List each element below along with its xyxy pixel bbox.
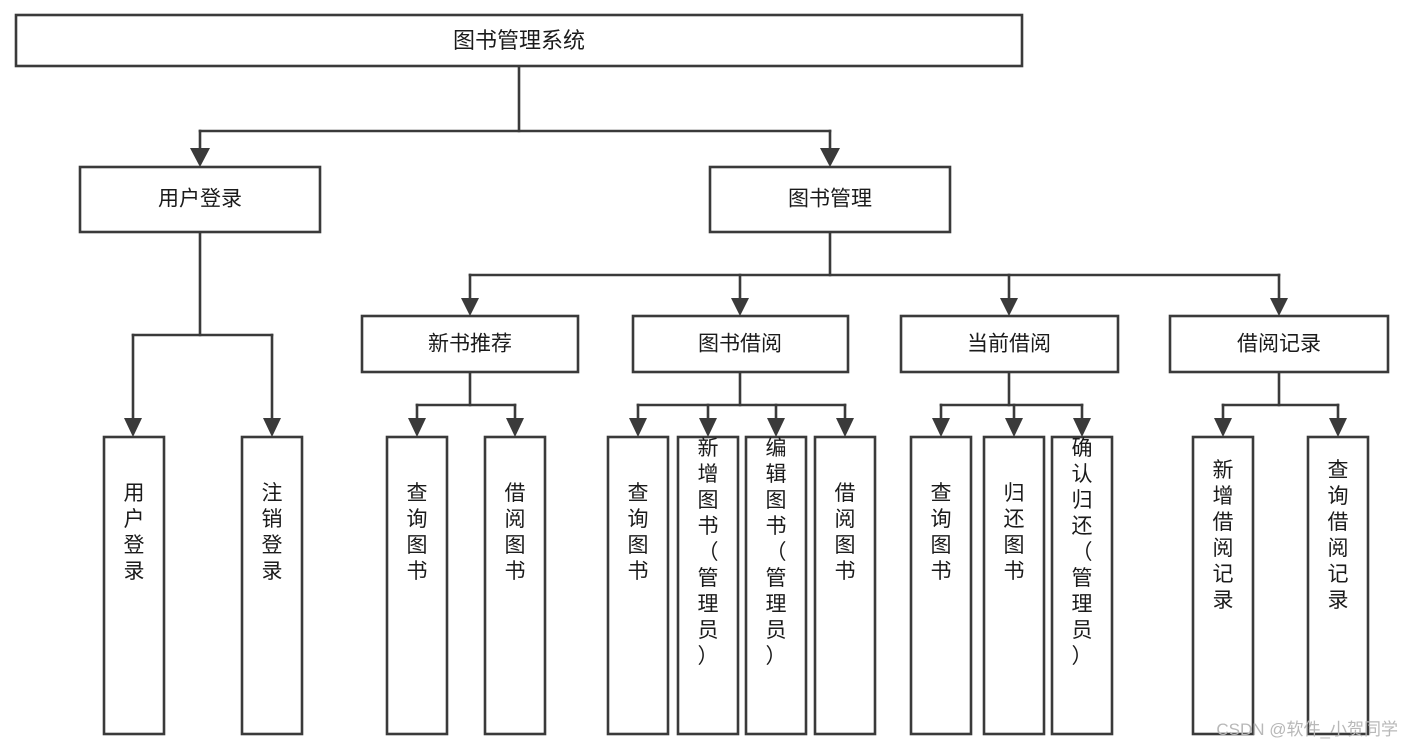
leaf-layer: 用户登录 注销登录 查询图书 借阅图书 查询图书 新增图书（管理员） 编辑图书（… xyxy=(102,435,1370,736)
node-leaf-query-book-current-label: 查询图书 xyxy=(931,482,952,583)
arrow-head-current-borrow xyxy=(1000,298,1018,316)
node-leaf-query-book-borrow-label: 查询图书 xyxy=(628,482,649,583)
node-leaf-edit-book-box[interactable] xyxy=(744,435,808,736)
node-root-label: 图书管理系统 xyxy=(453,28,585,53)
node-leaf-add-book-label: 新增图书（管理员） xyxy=(698,437,719,668)
node-current-borrow-box[interactable] xyxy=(899,314,1120,374)
node-new-book-recommend[interactable]: 新书推荐 xyxy=(360,314,580,374)
node-leaf-edit-book[interactable]: 编辑图书（管理员） xyxy=(744,435,808,736)
node-book-manage-box[interactable] xyxy=(708,165,952,234)
node-book-borrow[interactable]: 图书借阅 xyxy=(631,314,850,374)
node-book-manage[interactable]: 图书管理 xyxy=(708,165,952,234)
node-leaf-query-record[interactable]: 查询借阅记录 xyxy=(1306,435,1370,736)
node-root[interactable]: 图书管理系统 xyxy=(14,13,1024,68)
node-leaf-edit-book-label: 编辑图书（管理员） xyxy=(766,437,787,668)
node-leaf-borrow-book-box[interactable] xyxy=(813,435,877,736)
arrow-head-book-borrow xyxy=(731,298,749,316)
node-leaf-confirm-return-box[interactable] xyxy=(1050,435,1114,736)
node-leaf-add-record-label: 新增借阅记录 xyxy=(1213,459,1234,612)
node-leaf-query-book-new-box[interactable] xyxy=(385,435,449,736)
arrow-head-leaf-edit-book xyxy=(767,418,785,437)
node-borrow-record-box[interactable] xyxy=(1168,314,1390,374)
node-leaf-borrow-book-label: 借阅图书 xyxy=(835,482,856,583)
node-leaf-borrow-book-new[interactable]: 借阅图书 xyxy=(483,435,547,736)
node-user-login-label: 用户登录 xyxy=(158,188,242,211)
node-leaf-user-logout[interactable]: 注销登录 xyxy=(240,435,304,736)
node-leaf-user-login[interactable]: 用户登录 xyxy=(102,435,166,736)
node-leaf-query-book-borrow-box[interactable] xyxy=(606,435,670,736)
node-book-borrow-box[interactable] xyxy=(631,314,850,374)
node-leaf-add-record[interactable]: 新增借阅记录 xyxy=(1191,435,1255,736)
node-leaf-return-book-label: 归还图书 xyxy=(1004,482,1025,583)
arrow-head-borrow-record xyxy=(1270,298,1288,316)
node-leaf-query-book-current[interactable]: 查询图书 xyxy=(909,435,973,736)
arrow-head-leaf-borrow-book-new xyxy=(506,418,524,437)
node-leaf-query-book-borrow[interactable]: 查询图书 xyxy=(606,435,670,736)
node-root-box[interactable] xyxy=(14,13,1024,68)
node-leaf-add-record-box[interactable] xyxy=(1191,435,1255,736)
arrow-head-leaf-query-book-new xyxy=(408,418,426,437)
node-leaf-add-book-box[interactable] xyxy=(676,435,740,736)
arrow-head-user-login xyxy=(190,148,210,167)
csdn-watermark: CSDN @软件_小贺同学 xyxy=(1216,720,1398,739)
arrow-head-leaf-add-record xyxy=(1214,418,1232,437)
node-leaf-query-book-current-box[interactable] xyxy=(909,435,973,736)
node-leaf-user-login-label: 用户登录 xyxy=(124,482,145,583)
node-leaf-user-logout-label: 注销登录 xyxy=(262,482,283,583)
node-leaf-add-book[interactable]: 新增图书（管理员） xyxy=(676,435,740,736)
arrow-head-leaf-add-book xyxy=(699,418,717,437)
node-borrow-record-label: 借阅记录 xyxy=(1237,333,1321,356)
node-user-login[interactable]: 用户登录 xyxy=(78,165,322,234)
node-leaf-query-record-box[interactable] xyxy=(1306,435,1370,736)
node-leaf-query-record-label: 查询借阅记录 xyxy=(1328,459,1349,612)
arrow-head-leaf-user-login xyxy=(124,418,142,437)
arrow-head-new-book-recommend xyxy=(461,298,479,316)
node-borrow-record[interactable]: 借阅记录 xyxy=(1168,314,1390,374)
node-book-borrow-label: 图书借阅 xyxy=(698,333,782,356)
node-leaf-confirm-return[interactable]: 确认归还（管理员） xyxy=(1050,435,1114,736)
connector-layer xyxy=(124,64,1347,437)
node-user-login-box[interactable] xyxy=(78,165,322,234)
node-current-borrow-label: 当前借阅 xyxy=(967,333,1051,356)
node-new-book-recommend-label: 新书推荐 xyxy=(428,333,512,356)
arrow-head-leaf-confirm-return xyxy=(1073,418,1091,437)
node-leaf-query-book-new-label: 查询图书 xyxy=(407,482,428,583)
node-leaf-borrow-book[interactable]: 借阅图书 xyxy=(813,435,877,736)
arrow-head-leaf-return-book xyxy=(1005,418,1023,437)
node-leaf-user-login-box[interactable] xyxy=(102,435,166,736)
arrow-head-leaf-borrow-book xyxy=(836,418,854,437)
node-leaf-user-logout-box[interactable] xyxy=(240,435,304,736)
node-leaf-borrow-book-new-box[interactable] xyxy=(483,435,547,736)
node-leaf-return-book[interactable]: 归还图书 xyxy=(982,435,1046,736)
node-leaf-return-book-box[interactable] xyxy=(982,435,1046,736)
arrow-head-leaf-query-record xyxy=(1329,418,1347,437)
arrow-head-leaf-query-book-current xyxy=(932,418,950,437)
node-book-manage-label: 图书管理 xyxy=(788,188,872,211)
node-leaf-query-book-new[interactable]: 查询图书 xyxy=(385,435,449,736)
arrow-head-leaf-query-book-borrow xyxy=(629,418,647,437)
arrow-head-book-manage xyxy=(820,148,840,167)
node-new-book-recommend-box[interactable] xyxy=(360,314,580,374)
node-leaf-confirm-return-label: 确认归还（管理员） xyxy=(1072,437,1093,668)
arrow-head-leaf-user-logout xyxy=(263,418,281,437)
node-leaf-borrow-book-new-label: 借阅图书 xyxy=(505,482,526,583)
node-current-borrow[interactable]: 当前借阅 xyxy=(899,314,1120,374)
